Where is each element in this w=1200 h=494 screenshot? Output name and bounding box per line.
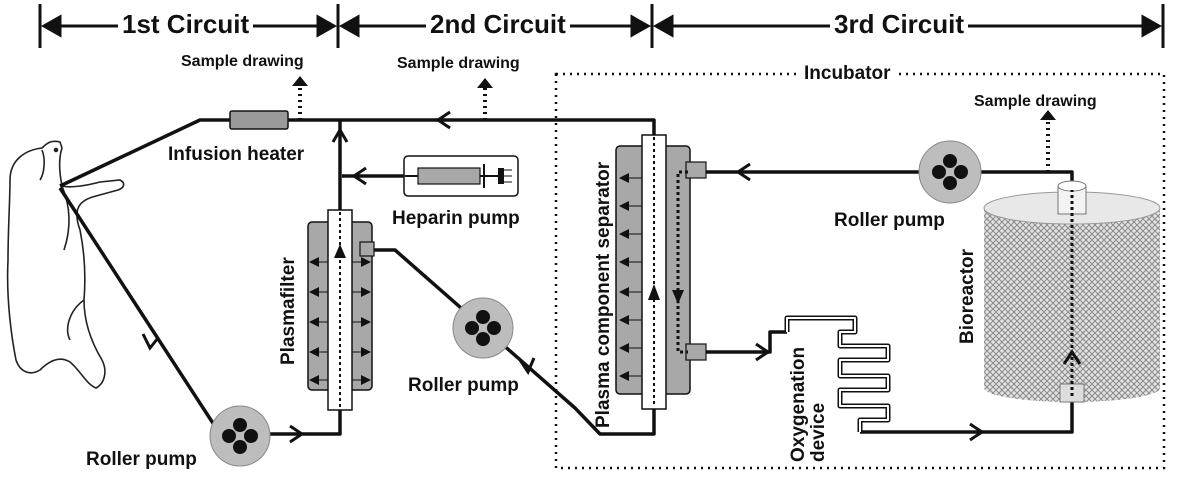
plasma-component-separator xyxy=(615,134,707,410)
sample-drawing-label-2: Sample drawing xyxy=(397,55,520,72)
plasma-separator-label: Plasma component separator xyxy=(593,161,614,428)
dog-figure xyxy=(6,140,125,389)
flow-arrows xyxy=(141,110,985,444)
roller-pump-1-label: Roller pump xyxy=(86,449,197,470)
sample-drawing-label-1: Sample drawing xyxy=(181,53,304,70)
incubator-box xyxy=(554,72,1166,470)
circuit-3-label: 3rd Circuit xyxy=(830,11,969,37)
roller-pump-2-label: Roller pump xyxy=(408,375,519,396)
heparin-pump xyxy=(403,155,519,197)
roller-pump-1 xyxy=(209,405,271,467)
heparin-pump-label: Heparin pump xyxy=(392,208,520,229)
circuit-1-label: 1st Circuit xyxy=(118,11,254,37)
roller-pump-3 xyxy=(918,140,982,204)
sample-drawing-arrows xyxy=(298,84,1050,172)
circuit-2-label: 2nd Circuit xyxy=(426,11,570,37)
oxygenation-device-inner xyxy=(786,317,889,432)
plasmafilter-label: Plasmafilter xyxy=(278,257,299,365)
sample-arrowheads xyxy=(292,76,1056,120)
infusion-heater xyxy=(229,110,289,130)
oxygenation-device-label: Oxygenation device xyxy=(788,346,829,462)
infusion-heater-label: Infusion heater xyxy=(168,144,305,165)
plasmafilter xyxy=(307,209,375,411)
roller-pump-3-label: Roller pump xyxy=(834,210,945,231)
roller-pump-2 xyxy=(452,297,514,359)
sample-drawing-label-3: Sample drawing xyxy=(974,93,1097,110)
bioreactor xyxy=(983,180,1161,403)
bioreactor-label: Bioreactor xyxy=(957,248,978,344)
incubator-label: Incubator xyxy=(798,64,897,83)
